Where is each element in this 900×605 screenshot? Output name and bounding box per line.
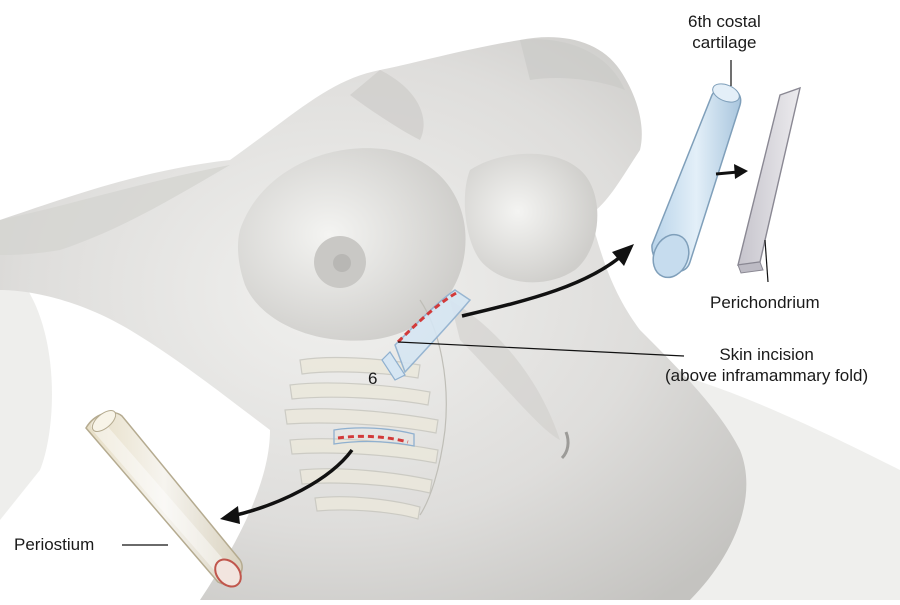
- arrow-to-periostium-head: [220, 506, 240, 524]
- label-periostium: Periostium: [14, 534, 94, 555]
- label-rib-number: 6: [368, 368, 377, 389]
- separation-arrowhead: [734, 164, 748, 179]
- perichondrium-graft: [738, 88, 800, 273]
- nipple: [333, 254, 351, 272]
- label-skin-incision: Skin incision (above inframammary fold): [665, 344, 868, 386]
- leader-perichondrium: [765, 240, 768, 282]
- costal-cartilage-graft: [647, 80, 742, 282]
- surgical-drape: [0, 260, 52, 520]
- label-perichondrium: Perichondrium: [710, 292, 820, 313]
- right-breast: [465, 154, 598, 283]
- rib-bone-graft: [86, 407, 246, 592]
- label-costal-cartilage: 6th costal cartilage: [688, 11, 761, 53]
